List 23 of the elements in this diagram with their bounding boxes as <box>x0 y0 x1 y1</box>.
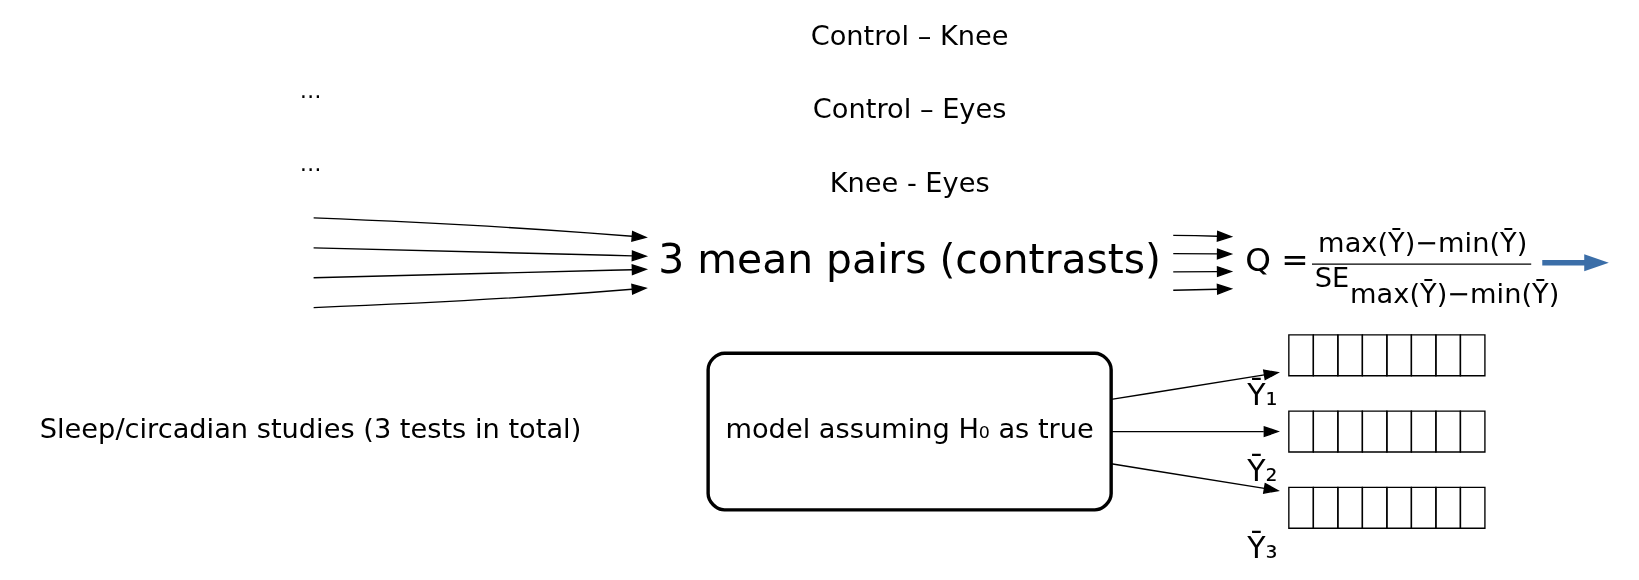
arrow <box>1172 265 1234 278</box>
node-label: Ȳ₁ <box>1247 377 1278 413</box>
arrow <box>1110 425 1280 438</box>
label: Sleep/circadian studies (3 tests in total) <box>39 413 582 445</box>
label: … <box>299 151 322 177</box>
label: Control – Knee <box>810 19 1009 51</box>
label: Control – Eyes <box>812 93 1007 125</box>
arrow <box>1172 283 1234 295</box>
arrow <box>1542 254 1609 272</box>
arrow <box>312 264 649 279</box>
arrow <box>1110 369 1280 401</box>
label: Knee - Eyes <box>829 166 990 198</box>
node-label: Ȳ₃ <box>1247 529 1278 565</box>
node-label: Ȳ₂ <box>1247 453 1278 489</box>
arrow <box>312 283 648 309</box>
label: … <box>299 77 322 103</box>
arrow <box>1110 463 1280 494</box>
node-text: 3 mean pairs (contrasts) <box>658 234 1161 283</box>
arrow <box>312 217 648 242</box>
arrow <box>312 247 649 262</box>
node-box: model assuming H₀ as true <box>706 351 1113 512</box>
arrow <box>1172 230 1234 242</box>
arrow <box>1172 248 1234 260</box>
